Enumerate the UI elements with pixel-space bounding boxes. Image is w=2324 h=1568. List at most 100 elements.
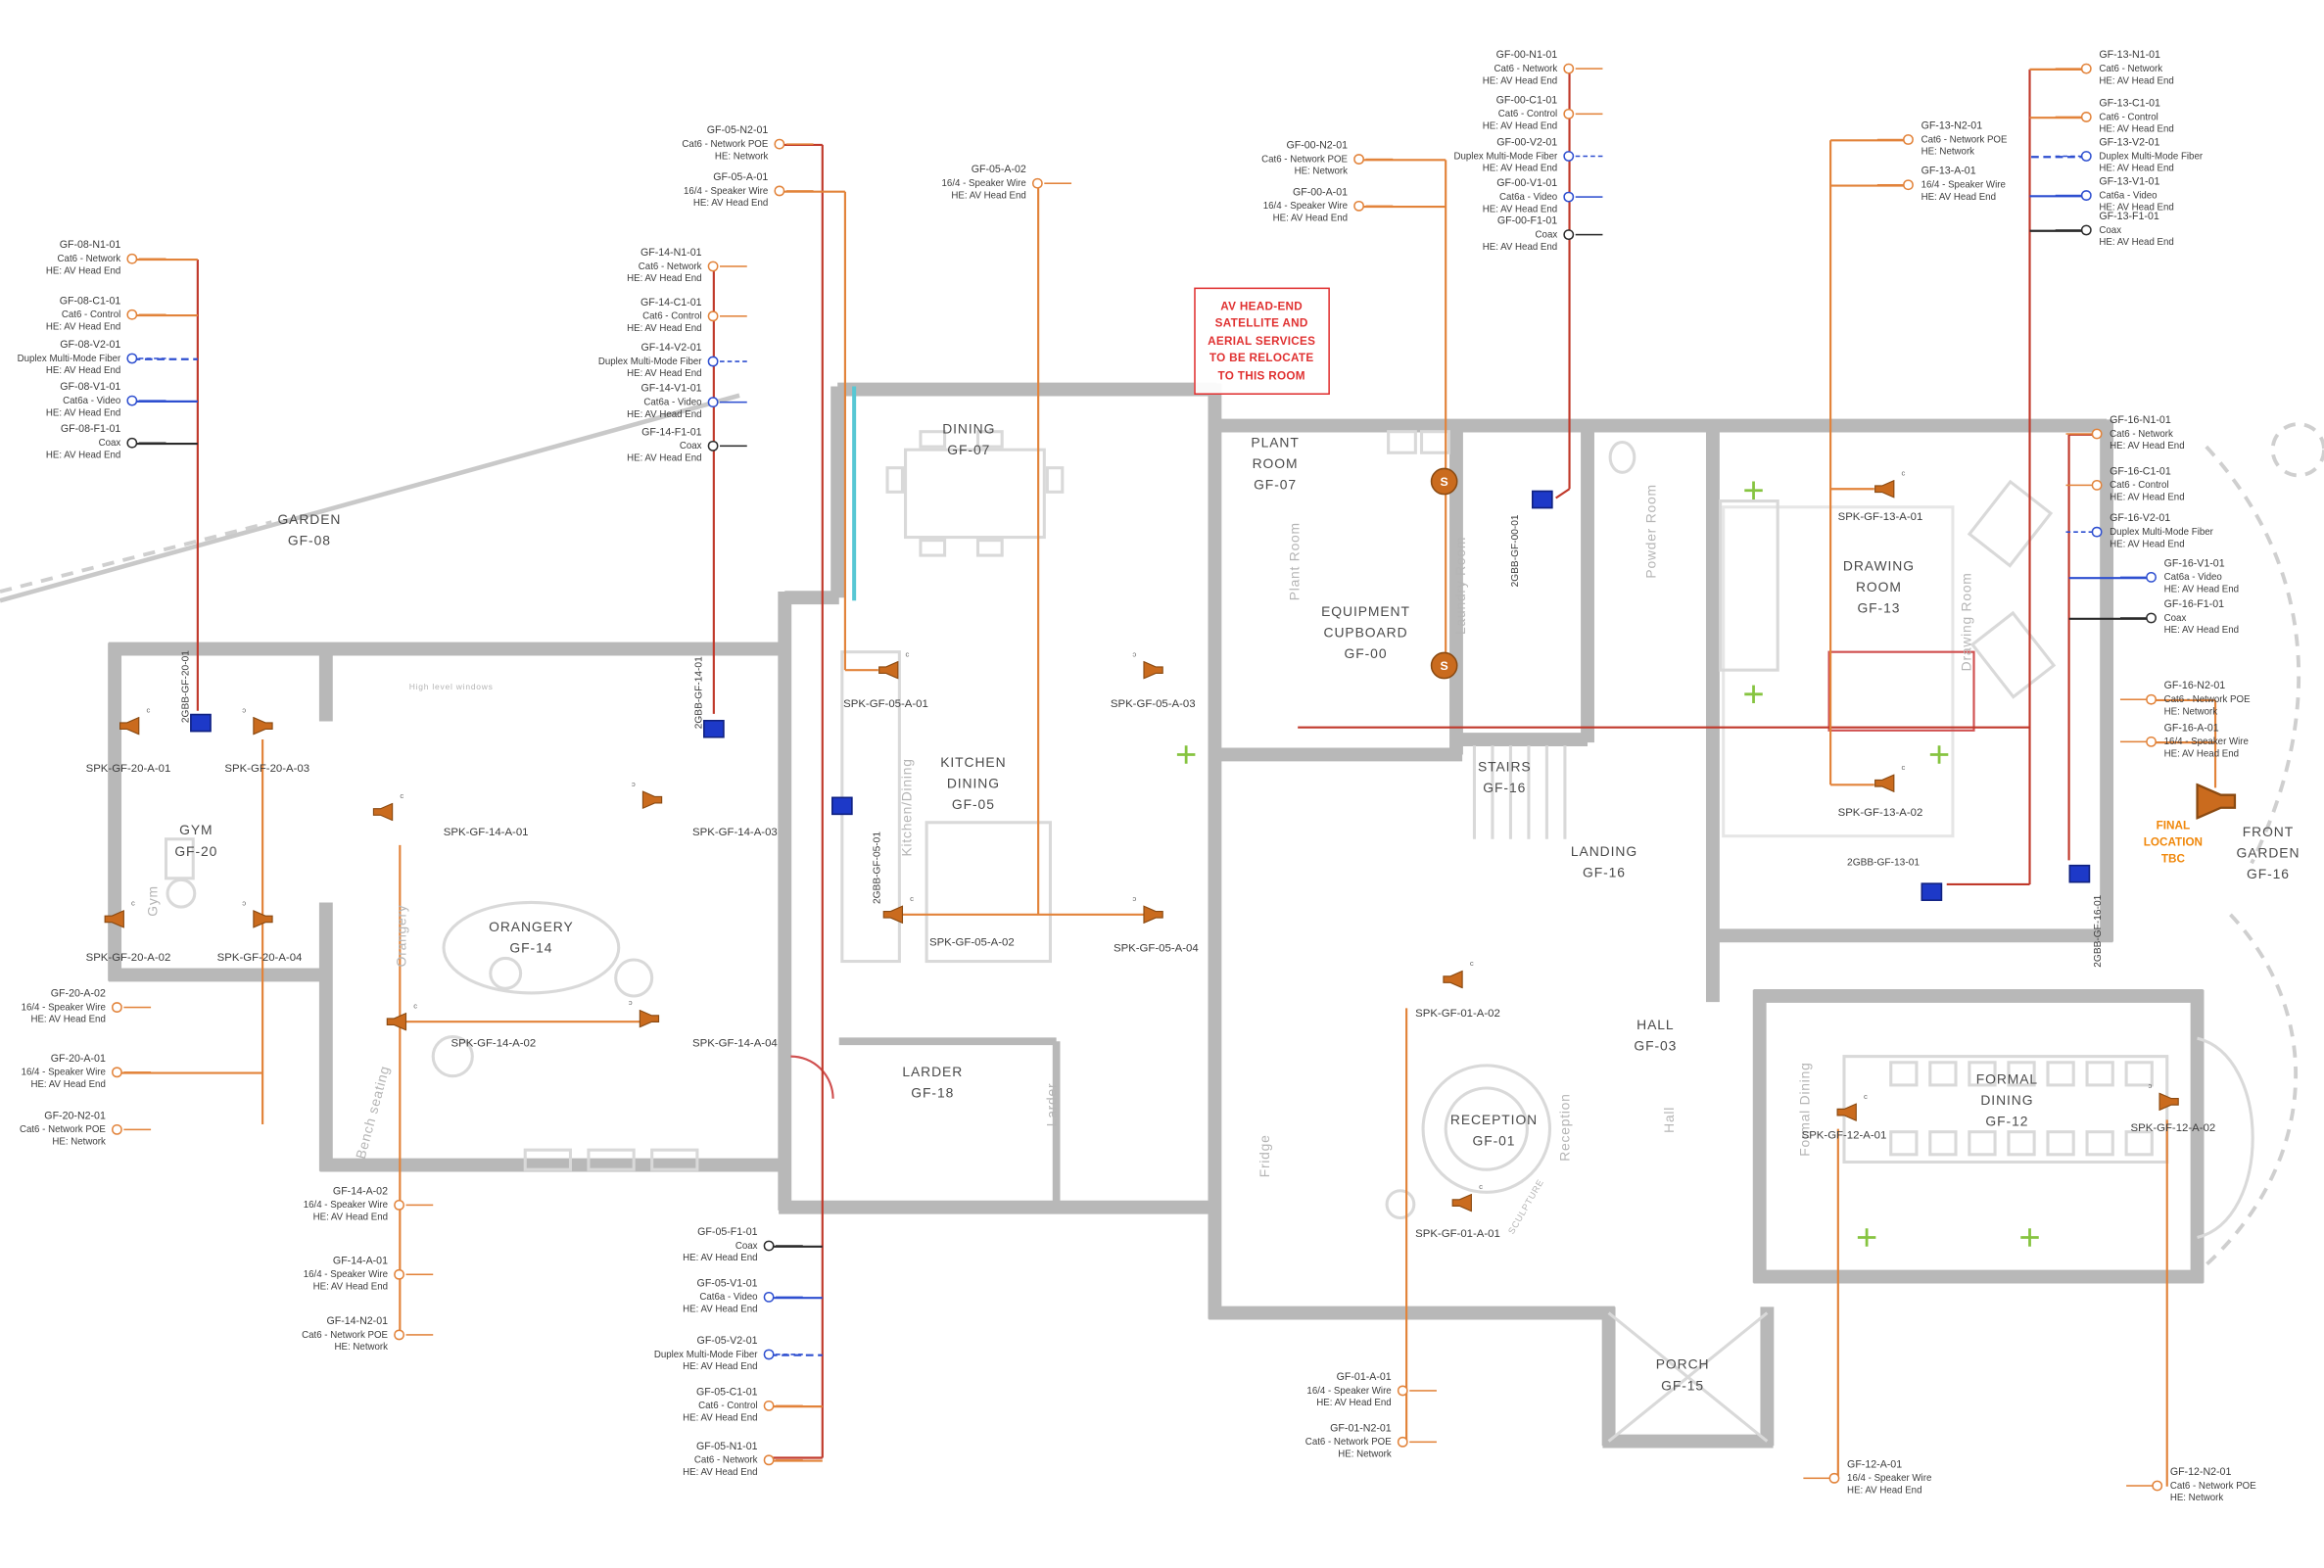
- connector-circle-icon: [126, 253, 137, 264]
- connector-circle-icon: [1903, 134, 1914, 145]
- note-line: TO BE RELOCATE: [1209, 351, 1314, 365]
- room-label-line: FRONT: [2242, 824, 2295, 839]
- cable-id: GF-20-N2-01: [44, 1111, 106, 1122]
- cable-id: GF-05-A-01: [713, 172, 769, 183]
- cable-id: GF-00-N2-01: [1286, 140, 1349, 152]
- room-annotation: Plant Room: [1287, 522, 1303, 601]
- cable-id: GF-16-A-01: [2163, 723, 2219, 735]
- cable-type: Cat6 - Network: [1494, 64, 1558, 74]
- connector-circle-icon: [763, 1349, 774, 1359]
- cable-callout-text: GF-00-V1-01 Cat6a - Video HE: AV Head En…: [1376, 178, 1557, 216]
- cable-callout-text: GF-05-V2-01 Duplex Multi-Mode Fiber HE: …: [577, 1336, 758, 1374]
- connector-line: [1876, 184, 1905, 187]
- cable-callout-text: GF-13-N2-01 Cat6 - Network POE HE: Netwo…: [1921, 121, 2103, 160]
- cable-callout-text: GF-01-N2-01 Cat6 - Network POE HE: Netwo…: [1210, 1424, 1392, 1462]
- cable-callout-text: GF-00-A-01 16/4 - Speaker Wire HE: AV He…: [1166, 188, 1348, 226]
- cable-headend: HE: AV Head End: [2099, 203, 2174, 214]
- connector-line: [1575, 156, 1603, 158]
- connector-circle-icon: [1903, 179, 1914, 190]
- ceiling-mark: c: [1864, 1092, 1868, 1102]
- speaker-label: SPK-GF-14-A-03: [692, 825, 778, 838]
- cable-id: GF-00-V1-01: [1496, 178, 1558, 190]
- ceiling-mark: c: [905, 650, 910, 660]
- cable-headend: HE: Network: [1294, 166, 1349, 178]
- connector-circle-icon: [126, 437, 137, 449]
- cable-type: Cat6 - Network: [638, 261, 702, 272]
- connector-circle-icon: [1353, 200, 1364, 212]
- connector-line: [1409, 1390, 1437, 1393]
- room-label-line: GF-16: [1582, 864, 1626, 880]
- cable-id: GF-20-A-01: [50, 1054, 106, 1065]
- room-annotation: High level windows: [408, 684, 494, 693]
- cable-id: GF-13-V1-01: [2099, 176, 2160, 188]
- cable-type: Duplex Multi-Mode Fiber: [1453, 151, 1558, 163]
- connector-circle-icon: [1563, 229, 1574, 240]
- cable-headend: HE: AV Head End: [2099, 124, 2174, 135]
- room-label-line: DINING: [1980, 1092, 2034, 1109]
- cable-callout-text: GF-00-F1-01 Coax HE: AV Head End: [1376, 216, 1557, 255]
- connector-circle-icon: [2091, 428, 2102, 439]
- cable-type: Cat6 - Control: [1497, 109, 1558, 120]
- cable-type: Cat6 - Network: [57, 254, 121, 265]
- cable-callout-text: GF-05-C1-01 Cat6 - Control HE: AV Head E…: [577, 1387, 758, 1426]
- connector-line: [720, 360, 747, 363]
- connector-line: [138, 259, 166, 261]
- ceiling-mark: c: [242, 706, 247, 716]
- cable-headend: HE: AV Head End: [2110, 539, 2185, 550]
- cable-callout-text: GF-12-N2-01 Cat6 - Network POE HE: Netwo…: [2170, 1467, 2324, 1505]
- cable-headend: HE: AV Head End: [45, 450, 121, 461]
- cable-callout-text: GF-16-N1-01 Cat6 - Network HE: AV Head E…: [2110, 415, 2291, 453]
- cable-headend: HE: AV Head End: [627, 323, 702, 335]
- connector-circle-icon: [2146, 572, 2157, 583]
- ceiling-mark: c: [413, 1002, 418, 1012]
- cable-id: GF-05-C1-01: [695, 1387, 758, 1399]
- connector-line: [138, 357, 166, 360]
- cable-id: GF-16-N2-01: [2163, 681, 2226, 692]
- connector-line: [1575, 196, 1603, 199]
- note-line: TO THIS ROOM: [1217, 368, 1305, 382]
- connector-circle-icon: [707, 397, 718, 407]
- cable-type: Cat6 - Network POE: [682, 139, 769, 151]
- cable-headend: HE: AV Head End: [1272, 214, 1349, 224]
- connector-line: [720, 446, 747, 448]
- cable-callout-text: GF-00-N2-01 Cat6 - Network POE HE: Netwo…: [1166, 141, 1348, 179]
- cable-headend: HE: AV Head End: [1921, 192, 1996, 204]
- ceiling-mark: c: [131, 899, 135, 909]
- cable-headend: HE: AV Head End: [951, 190, 1026, 202]
- cable-callout-text: GF-14-N1-01 Cat6 - Network HE: AV Head E…: [521, 248, 702, 286]
- cable-id: GF-14-A-02: [332, 1186, 389, 1198]
- connector-circle-icon: [112, 1123, 122, 1135]
- cable-callout-text: GF-12-A-01 16/4 - Speaker Wire HE: AV He…: [1847, 1460, 2028, 1498]
- connector-circle-icon: [394, 1200, 404, 1211]
- cable-id: GF-14-A-01: [332, 1256, 389, 1267]
- room-label-line: GF-13: [1857, 600, 1901, 616]
- connector-line: [720, 265, 747, 268]
- cable-callout-text: GF-20-N2-01 Cat6 - Network POE HE: Netwo…: [0, 1112, 106, 1150]
- network-panel-label: 2GBB-GF-16-01: [2093, 894, 2105, 968]
- connector-circle-icon: [394, 1329, 404, 1340]
- room-label-line: GF-20: [174, 843, 218, 859]
- cable-headend: HE: AV Head End: [45, 407, 121, 419]
- connector-line: [2119, 741, 2148, 743]
- note-line: SATELLITE AND: [1214, 316, 1308, 331]
- cable-id: GF-05-V2-01: [696, 1336, 758, 1348]
- cable-type: 16/4 - Speaker Wire: [2163, 736, 2249, 748]
- cable-callout-text: GF-05-N1-01 Cat6 - Network HE: AV Head E…: [577, 1442, 757, 1480]
- cable-id: GF-08-C1-01: [59, 296, 121, 308]
- connector-line: [2065, 531, 2094, 534]
- connector-line: [1044, 183, 1072, 185]
- cable-type: Cat6 - Control: [2110, 480, 2169, 492]
- cable-headend: HE: AV Head End: [2163, 749, 2240, 760]
- room-annotation: Kitchen/Dining: [899, 758, 915, 857]
- cable-callout-text: GF-14-C1-01 Cat6 - Control HE: AV Head E…: [521, 298, 702, 336]
- cable-callout-text: GF-16-A-01 16/4 - Speaker Wire HE: AV He…: [2164, 724, 2324, 762]
- room-label-line: GF-03: [1634, 1038, 1678, 1054]
- cable-headend: HE: AV Head End: [627, 409, 702, 421]
- speaker-label: SPK-GF-14-A-01: [443, 825, 529, 838]
